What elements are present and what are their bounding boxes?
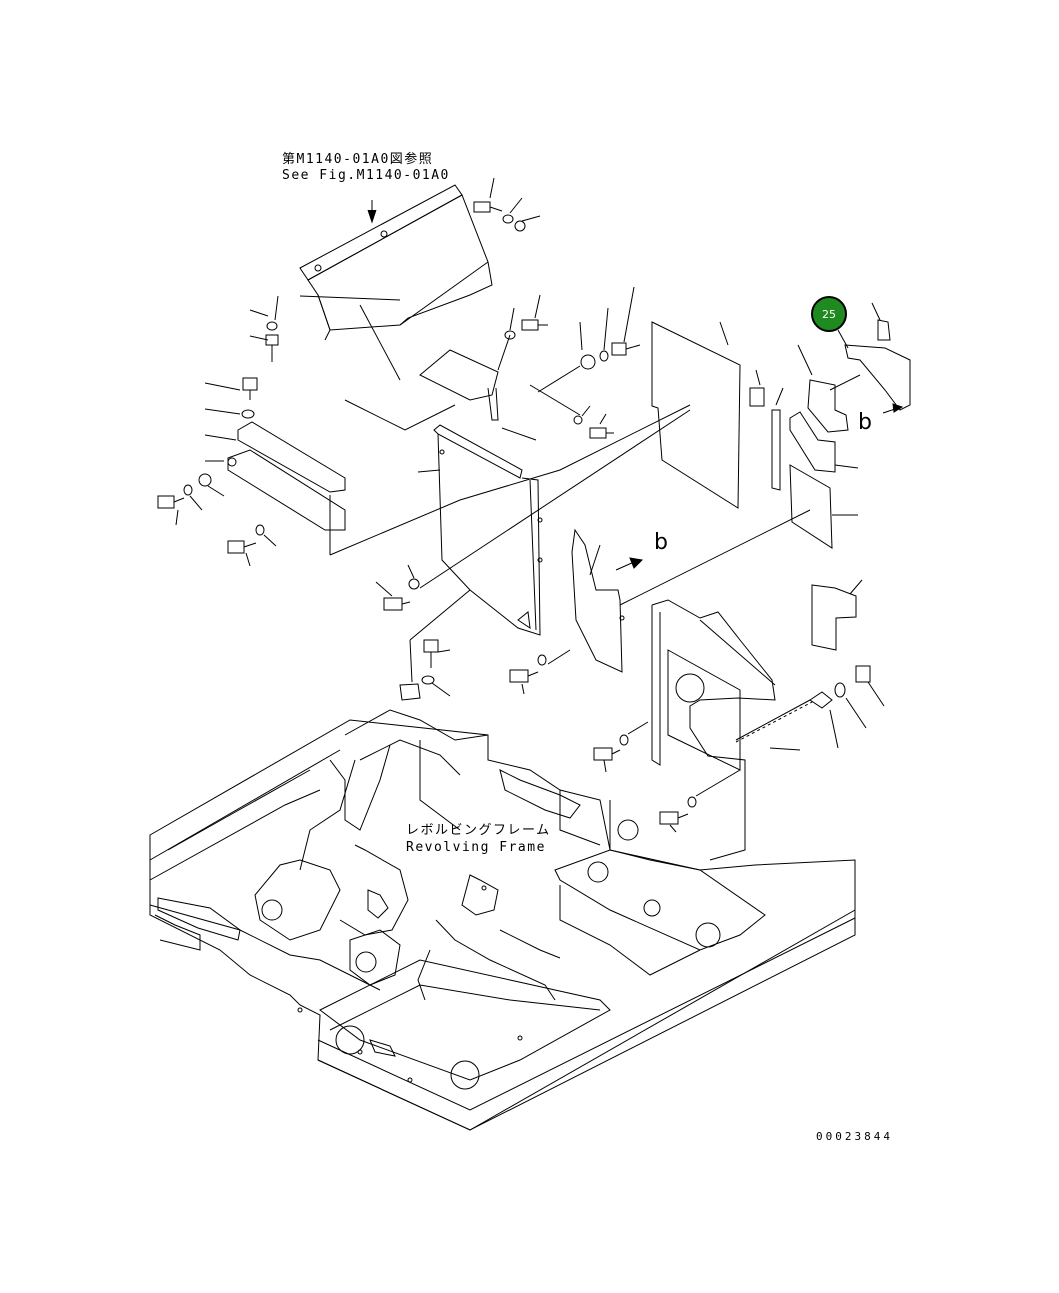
- view-marker-b-center: b: [654, 530, 668, 555]
- left-rail-parts: [157, 377, 691, 567]
- bolt-group-top: [299, 177, 541, 301]
- small-panel: [509, 528, 644, 695]
- reference-note-jp: 第M1140-01A0図参照: [282, 152, 434, 167]
- clip-and-bolts: [399, 639, 451, 701]
- view-marker-b-right: b: [858, 410, 872, 435]
- large-panel: [651, 321, 784, 509]
- lower-right-frame: [593, 599, 885, 861]
- right-side-parts: [619, 344, 863, 651]
- frame-label-en: Revolving Frame: [406, 840, 546, 855]
- revolving-frame[interactable]: [149, 709, 856, 1131]
- callout-25-bracket: [829, 302, 911, 414]
- top-cover-part: [299, 184, 493, 341]
- bolt-group-center: [529, 286, 641, 439]
- reference-note-en: See Fig.M1140-01A0: [282, 168, 450, 183]
- center-panel: [375, 409, 691, 683]
- callout-25[interactable]: 25: [811, 296, 847, 332]
- drawing-number: 00023844: [816, 1130, 893, 1143]
- bolt-group-left-top: [249, 295, 279, 362]
- bracket-part: [359, 294, 548, 421]
- frame-label-jp: レボルビングフレーム: [406, 823, 551, 838]
